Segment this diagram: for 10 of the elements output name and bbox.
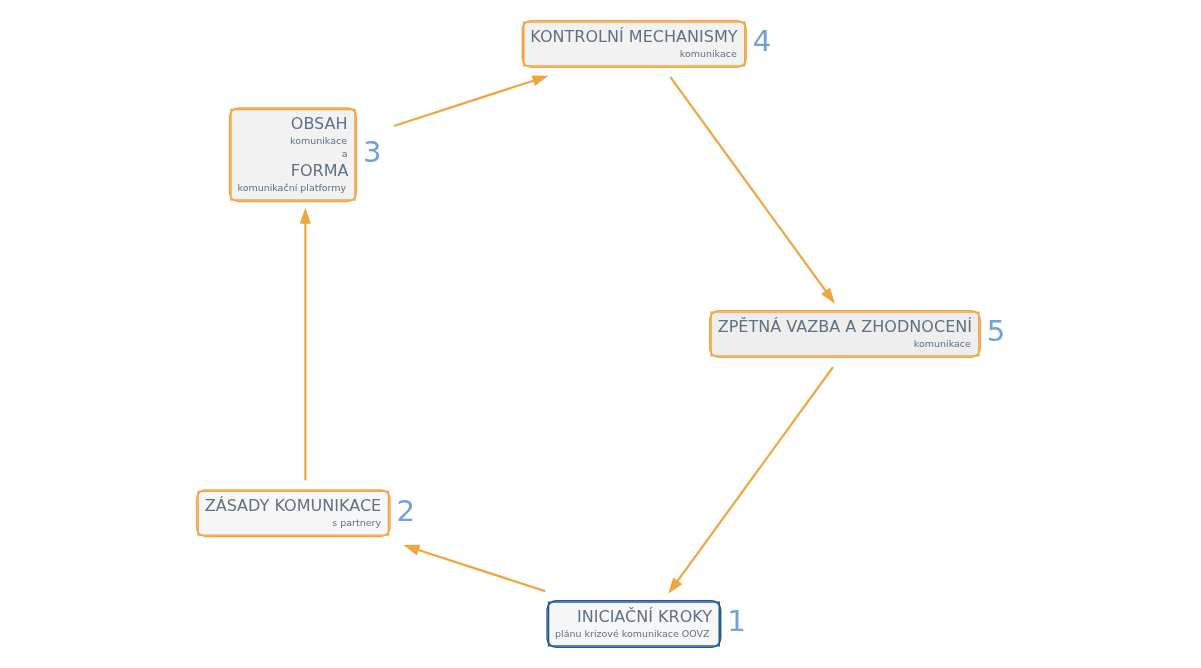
arrow <box>299 207 311 481</box>
node-label: 4 <box>752 24 772 59</box>
arrow <box>393 75 549 128</box>
node-label: 3 <box>362 135 382 170</box>
arrow <box>669 76 835 304</box>
node-label: 2 <box>396 493 416 528</box>
arrow <box>403 544 546 593</box>
arrow <box>668 366 834 594</box>
node-label: 1 <box>727 604 746 639</box>
node-label: 5 <box>986 314 1006 349</box>
